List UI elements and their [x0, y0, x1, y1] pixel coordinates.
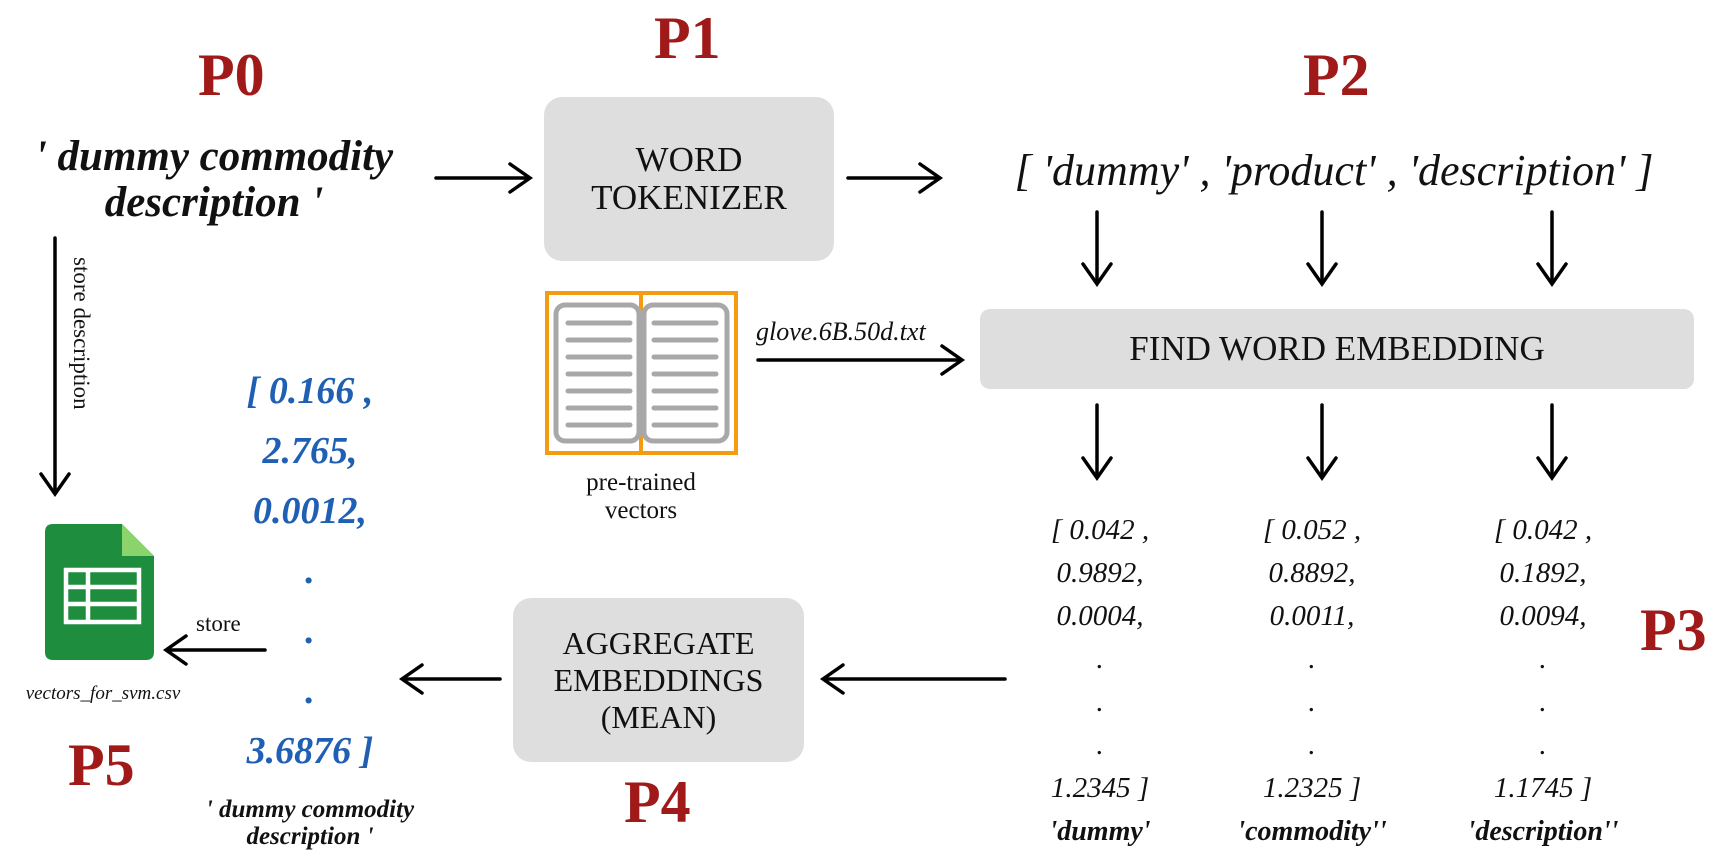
stage-label-p5: P5	[68, 732, 135, 798]
vector-value: [ 0.052 ,	[1262, 514, 1362, 546]
vector-ellipsis: .	[1539, 686, 1547, 718]
store-description-label: store description	[69, 257, 94, 410]
arrow-input-to-tokenizer	[434, 162, 534, 194]
vector-ellipsis: .	[1308, 686, 1316, 718]
pretrained-caption-line2: vectors	[604, 497, 678, 524]
arrow-tokenizer-to-tokens	[846, 162, 944, 194]
mean-caption-line2: description '	[246, 823, 374, 850]
mean-vector-ellipsis: .	[305, 550, 315, 592]
input-text: ' dummy commodity description '	[0, 134, 428, 226]
stage-label-p3: P3	[1640, 597, 1707, 663]
vector-word-label: 'description''	[1467, 816, 1619, 847]
tokenizer-label-line1: WORD	[635, 140, 743, 179]
vector-word-label: 'dummy'	[1049, 816, 1151, 847]
vector-value: 0.0011,	[1269, 600, 1355, 632]
arrow-embed-3-down	[1536, 403, 1568, 482]
vector-ellipsis: .	[1308, 729, 1316, 761]
store-label: store	[196, 611, 241, 636]
arrow-embed-2-down	[1306, 403, 1338, 482]
input-text-line2: description '	[104, 179, 324, 226]
vector-value: 0.8892,	[1268, 557, 1356, 589]
arrow-token-1-down	[1081, 210, 1113, 288]
vector-value: [ 0.042 ,	[1050, 514, 1150, 546]
vector-value: 1.1745 ]	[1493, 772, 1593, 804]
mean-vector-caption: ' dummy commodity description '	[185, 796, 435, 850]
open-book-icon	[545, 291, 738, 455]
stage-label-p0: P0	[198, 42, 265, 108]
input-text-line1: ' dummy commodity	[34, 133, 394, 180]
mean-vector-ellipsis: .	[305, 610, 315, 652]
csv-file-name: vectors_for_svm.csv	[25, 683, 181, 704]
mean-vector-value: [ 0.166 ,	[246, 370, 374, 412]
pretrained-vectors-caption: pre-trained vectors	[541, 469, 741, 525]
vector-column-description: [ 0.042 , 0.1892, 0.0094, . . . 1.1745 ]…	[1443, 509, 1643, 853]
vector-ellipsis: .	[1096, 729, 1104, 761]
vector-value: [ 0.042 ,	[1493, 514, 1593, 546]
arrow-input-to-csv	[39, 236, 71, 498]
glove-file-label: glove.6B.50d.txt	[756, 317, 926, 346]
vector-column-commodity: [ 0.052 , 0.8892, 0.0011, . . . 1.2325 ]…	[1212, 509, 1412, 853]
vector-value: 0.0004,	[1056, 600, 1144, 632]
mean-vector-value: 3.6876 ]	[246, 730, 374, 772]
vector-value: 0.0094,	[1499, 600, 1587, 632]
arrow-aggregate-to-mean	[398, 663, 502, 695]
vector-ellipsis: .	[1539, 643, 1547, 675]
vector-ellipsis: .	[1539, 729, 1547, 761]
vector-value: 1.2325 ]	[1262, 772, 1362, 804]
vector-ellipsis: .	[1308, 643, 1316, 675]
vector-word-label: 'commodity''	[1237, 816, 1387, 847]
vector-value: 0.9892,	[1056, 557, 1144, 589]
aggregate-label-line3: (MEAN)	[600, 698, 717, 735]
arrow-embed-1-down	[1081, 403, 1113, 482]
mean-vector-value: 2.765,	[262, 430, 358, 472]
arrow-token-2-down	[1306, 210, 1338, 288]
vector-column-dummy: [ 0.042 , 0.9892, 0.0004, . . . 1.2345 ]…	[1000, 509, 1200, 853]
spreadsheet-icon	[45, 524, 154, 660]
pretrained-caption-line1: pre-trained	[586, 469, 696, 496]
token-list: [ 'dummy' , 'product' , 'description' ]	[1014, 146, 1654, 195]
mean-vector: [ 0.166 , 2.765, 0.0012, . . . 3.6876 ]	[180, 361, 440, 781]
arrow-token-3-down	[1536, 210, 1568, 288]
find-word-embedding-label: FIND WORD EMBEDDING	[1129, 329, 1545, 368]
stage-label-p2: P2	[1303, 42, 1370, 108]
aggregate-embeddings-box: AGGREGATE EMBEDDINGS (MEAN)	[513, 598, 804, 762]
stage-label-p1: P1	[654, 5, 721, 71]
mean-vector-value: 0.0012,	[253, 490, 367, 532]
word-tokenizer-box: WORD TOKENIZER	[544, 97, 834, 261]
stage-label-p4: P4	[624, 769, 691, 835]
find-word-embedding-box: FIND WORD EMBEDDING	[980, 309, 1694, 389]
arrow-vectors-to-aggregate	[819, 663, 1007, 695]
mean-vector-ellipsis: .	[305, 670, 315, 712]
arrow-glove-to-find-embedding	[756, 344, 966, 376]
aggregate-label-line1: AGGREGATE	[562, 624, 755, 661]
aggregate-label-line2: EMBEDDINGS	[553, 661, 764, 698]
vector-value: 0.1892,	[1499, 557, 1587, 589]
vector-value: 1.2345 ]	[1050, 772, 1150, 804]
vector-ellipsis: .	[1096, 686, 1104, 718]
tokenizer-label-line2: TOKENIZER	[591, 178, 787, 217]
arrow-mean-to-csv	[162, 634, 267, 666]
vector-ellipsis: .	[1096, 643, 1104, 675]
mean-caption-line1: ' dummy commodity	[205, 796, 415, 823]
